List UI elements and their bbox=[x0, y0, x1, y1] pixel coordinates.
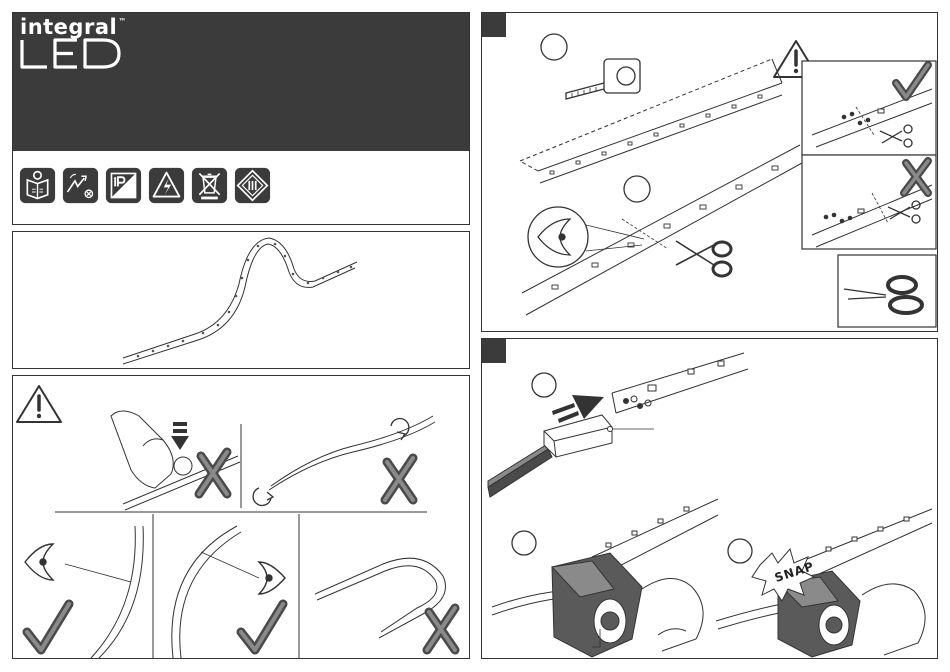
weee-crossed-bin-icon bbox=[191, 167, 228, 204]
handling-warnings-illustration bbox=[13, 376, 470, 659]
connector-step-panel: SNAP bbox=[481, 338, 938, 659]
handling-warnings-panel bbox=[12, 375, 470, 659]
high-voltage-warning-icon bbox=[148, 167, 185, 204]
strip-led-chips bbox=[550, 95, 762, 174]
check-mark-icon bbox=[27, 604, 69, 650]
step-marker-circle bbox=[512, 531, 536, 555]
connector-clamp-illustration bbox=[492, 499, 718, 657]
connector-with-cable bbox=[488, 415, 654, 497]
ip-rating-icon bbox=[105, 167, 142, 204]
tape-measure-icon bbox=[566, 59, 640, 99]
strip-led-dots bbox=[137, 243, 353, 358]
read-manual-icon bbox=[19, 167, 56, 204]
connector-snapped-illustration bbox=[716, 509, 932, 657]
eye-icon bbox=[259, 562, 285, 594]
cutting-step-illustration bbox=[482, 13, 938, 332]
scissors-tool-box bbox=[838, 255, 936, 327]
brand-name: integral bbox=[20, 15, 117, 39]
gentle-curve-illustration bbox=[65, 526, 143, 658]
led-strip-overview-panel bbox=[12, 231, 470, 369]
compliance-icon-row bbox=[19, 167, 271, 204]
cross-mark-icon bbox=[199, 452, 227, 494]
led-strip-top bbox=[520, 59, 782, 183]
wrong-cut-inset bbox=[802, 155, 936, 249]
cutting-step-panel bbox=[481, 12, 938, 332]
cross-mark-icon bbox=[427, 608, 455, 650]
step-marker-circle bbox=[728, 539, 752, 563]
cross-mark-icon bbox=[385, 458, 413, 500]
eye-icon bbox=[25, 544, 53, 580]
class-iii-icon bbox=[234, 167, 271, 204]
strip-end-with-pads bbox=[612, 353, 748, 413]
electric-shock-caution-icon bbox=[62, 167, 99, 204]
step-marker-circle bbox=[541, 34, 567, 60]
step-marker-circle bbox=[624, 176, 650, 202]
press-down-arrow-icon bbox=[171, 422, 189, 450]
brand-logo-text: integral™ bbox=[20, 15, 127, 39]
warning-triangle-icon bbox=[17, 386, 61, 422]
step-marker-circle bbox=[532, 373, 556, 397]
check-mark-icon bbox=[241, 604, 283, 650]
led-logo bbox=[19, 37, 129, 71]
flexible-led-strip-illustration bbox=[13, 232, 470, 369]
trademark-symbol: ™ bbox=[118, 17, 127, 26]
sharp-bend-illustration bbox=[315, 558, 446, 638]
connector-step-illustration bbox=[482, 339, 938, 659]
brand-header: integral™ bbox=[13, 13, 469, 151]
correct-cut-inset bbox=[802, 61, 936, 155]
scissors-icon bbox=[676, 241, 731, 276]
brand-panel: integral™ bbox=[12, 12, 470, 225]
